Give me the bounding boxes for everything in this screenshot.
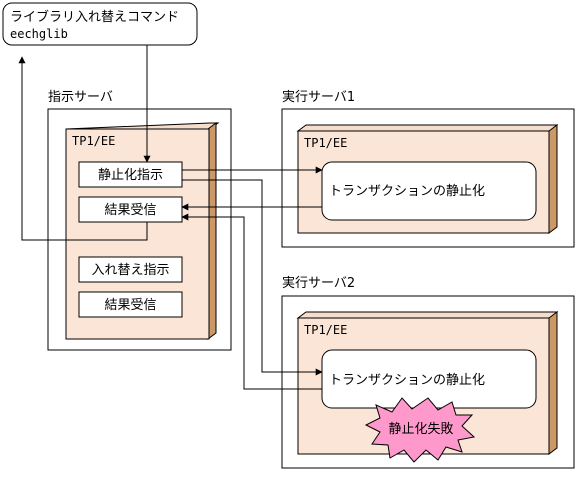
replace-instruction-label: 入れ替え指示 — [91, 263, 169, 278]
exec1-process-box: トランザクションの静止化 — [321, 161, 537, 221]
exec2-to-result-arrow — [181, 213, 322, 390]
connectors — [18, 45, 323, 390]
command-box[interactable]: ライブラリ入れ替えコマンド eechglib — [2, 2, 198, 46]
quiesce-to-exec2-arrow — [182, 179, 323, 376]
exec1-process-label: トランザクションの静止化 — [329, 184, 485, 199]
result-receive-button-2[interactable]: 結果受信 — [78, 291, 183, 318]
result-receive-label-2: 結果受信 — [104, 298, 156, 313]
result-receive-label-1: 結果受信 — [104, 203, 156, 218]
replace-instruction-button[interactable]: 入れ替え指示 — [78, 256, 183, 283]
exec2-tp1-label: TP1/EE — [304, 323, 347, 337]
director-tp1-label: TP1/EE — [72, 134, 115, 148]
exec2-process-label: トランザクションの静止化 — [329, 373, 485, 388]
failure-burst: 静止化失敗 — [364, 397, 476, 463]
quiesce-instruction-button[interactable]: 静止化指示 — [78, 161, 183, 188]
result-receive-button-1[interactable]: 結果受信 — [78, 196, 183, 223]
exec1-label: 実行サーバ1 — [282, 89, 355, 105]
quiesce-instruction-label: 静止化指示 — [98, 168, 163, 183]
result-to-command-arrow — [18, 56, 148, 241]
exec2-label: 実行サーバ2 — [282, 275, 355, 291]
exec2-process-box: トランザクションの静止化 — [321, 349, 537, 409]
command-name: eechglib — [10, 27, 68, 41]
failure-label: 静止化失敗 — [388, 422, 453, 437]
director-label: 指示サーバ — [48, 90, 113, 105]
exec1-tp1-label: TP1/EE — [304, 136, 347, 150]
command-title: ライブラリ入れ替えコマンド — [10, 9, 179, 25]
